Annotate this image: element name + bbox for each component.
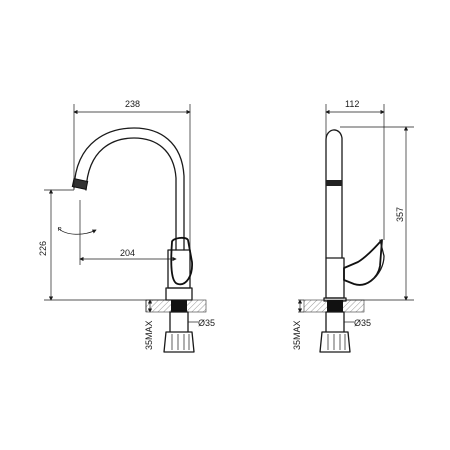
dim-hole-front: Ø35: [198, 318, 215, 328]
dim-front-width: 238: [125, 99, 140, 109]
dim-spout-height: 226: [38, 241, 48, 256]
side-view: 112 357 Ø35 35MAX: [292, 99, 414, 353]
side-shank-dark: [327, 300, 343, 312]
side-lever: [343, 239, 383, 286]
front-rotation-symbol: ᴿ: [58, 226, 62, 235]
side-body: [325, 257, 345, 299]
front-mount-nut: [163, 311, 195, 353]
front-lever: [170, 236, 193, 286]
dim-max-thickness-front: 35MAX: [144, 320, 154, 350]
front-swivel-arc: [57, 227, 97, 235]
dim-side-width: 112: [345, 99, 359, 109]
side-mount-nut: [319, 311, 351, 353]
side-aerator: [326, 180, 342, 186]
dim-spout-reach: 204: [120, 248, 135, 258]
front-base: [165, 287, 193, 301]
front-spout: [73, 127, 185, 251]
side-spout: [325, 129, 343, 259]
dim-max-thickness-side: 35MAX: [292, 320, 302, 350]
front-aerator: [71, 178, 89, 190]
dim-hole-side: Ø35: [354, 318, 371, 328]
dim-total-height: 357: [395, 207, 405, 222]
front-view: 238 204 226 ᴿ Ø35 35MAX: [38, 99, 215, 353]
